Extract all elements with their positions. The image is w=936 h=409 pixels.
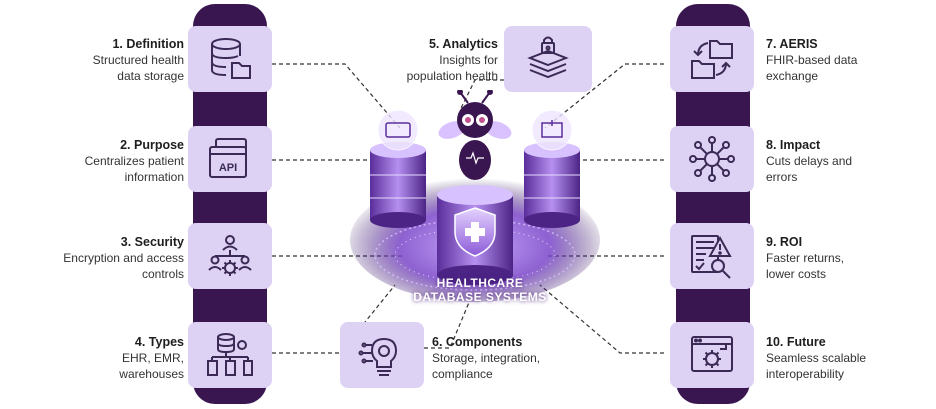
- item-5-desc-line2: population health: [406, 69, 498, 83]
- item-5-card: [504, 26, 592, 92]
- database-folder-icon: [211, 38, 251, 79]
- item-6-text: 6. Components Storage, integration, comp…: [432, 334, 572, 382]
- item-4-title: 4. Types: [134, 335, 184, 349]
- item-2-card: API: [188, 126, 272, 192]
- brain-circuit-icon: [358, 337, 398, 376]
- right-database-icon: [524, 109, 580, 228]
- item-8-title: 8. Impact: [766, 138, 821, 152]
- hub-title: HEALTHCARE DATABASE SYSTEMS: [380, 276, 580, 304]
- item-1-text: 1. Definition Structured health data sto…: [14, 36, 184, 84]
- item-3-desc-line2: controls: [141, 267, 184, 281]
- item-8-text: 8. Impact Cuts delays and errors: [766, 137, 926, 185]
- item-7-desc-line2: exchange: [766, 69, 819, 83]
- item-6-desc-line1: Storage, integration,: [432, 351, 541, 365]
- hub-illustration: [350, 90, 600, 302]
- item-1-card: [188, 26, 272, 92]
- item-3-desc-line1: Encryption and access: [63, 251, 184, 265]
- item-2-desc-line1: Centralizes patient: [84, 154, 184, 168]
- item-1-desc-line1: Structured health: [92, 53, 184, 67]
- connector-1: [272, 63, 401, 129]
- connector-7: [544, 63, 664, 129]
- network-hub-icon: [689, 136, 735, 182]
- item-4-desc-line2: warehouses: [119, 367, 184, 381]
- user-network-gear-icon: [208, 235, 252, 276]
- item-6-desc-line2: compliance: [432, 367, 493, 381]
- item-5-title: 5. Analytics: [428, 37, 498, 51]
- medical-cross-icon: [465, 222, 485, 242]
- connector-4: [272, 284, 396, 354]
- secure-layers-icon: [527, 36, 569, 79]
- api-window-icon: API: [209, 138, 247, 178]
- item-9-desc-line2: lower costs: [766, 267, 827, 281]
- browser-gear-icon: [691, 336, 733, 372]
- item-1-title: 1. Definition: [112, 37, 184, 51]
- item-3-text: 3. Security Encryption and access contro…: [4, 234, 184, 282]
- hub-title-line2: DATABASE SYSTEMS: [413, 290, 547, 304]
- item-10-card: [670, 322, 754, 388]
- center-database-icon: [437, 185, 513, 285]
- item-9-title: 9. ROI: [766, 235, 803, 249]
- left-database-icon: [370, 109, 426, 228]
- item-8-desc-line1: Cuts delays and: [766, 154, 853, 168]
- item-2-text: 2. Purpose Centralizes patient informati…: [14, 137, 184, 185]
- report-magnifier-icon: [691, 235, 732, 279]
- item-6-card: [340, 322, 424, 388]
- item-7-card: [670, 26, 754, 92]
- database-hierarchy-icon: [207, 333, 253, 376]
- item-8-card: [670, 126, 754, 192]
- item-8-desc-line2: errors: [766, 170, 798, 184]
- item-5-text: 5. Analytics Insights for population hea…: [370, 36, 498, 84]
- bee-mascot-icon: [438, 90, 512, 180]
- item-10-desc-line2: interoperability: [766, 367, 845, 381]
- item-6-title: 6. Components: [432, 335, 523, 349]
- item-7-desc-line1: FHIR-based data: [766, 53, 858, 67]
- hub-title-line1: HEALTHCARE: [436, 276, 524, 290]
- connector-6: [424, 299, 471, 349]
- item-4-card: [188, 322, 272, 388]
- folder-exchange-icon: [691, 40, 733, 79]
- item-4-desc-line1: EHR, EMR,: [121, 351, 184, 365]
- item-10-text: 10. Future Seamless scalable interoperab…: [766, 334, 926, 382]
- item-4-text: 4. Types EHR, EMR, warehouses: [14, 334, 184, 382]
- item-9-card: [670, 223, 754, 289]
- item-2-title: 2. Purpose: [120, 138, 184, 152]
- item-7-text: 7. AERIS FHIR-based data exchange: [766, 36, 926, 84]
- item-10-title: 10. Future: [766, 335, 826, 349]
- api-icon-label: API: [219, 162, 237, 174]
- item-3-card: [188, 223, 272, 289]
- item-1-desc-line2: data storage: [117, 69, 184, 83]
- connector-10: [539, 284, 664, 354]
- item-9-text: 9. ROI Faster returns, lower costs: [766, 234, 926, 282]
- item-2-desc-line2: information: [124, 170, 184, 184]
- item-10-desc-line1: Seamless scalable: [766, 351, 867, 365]
- item-3-title: 3. Security: [120, 235, 184, 249]
- item-5-desc-line1: Insights for: [439, 53, 498, 67]
- item-7-title: 7. AERIS: [766, 37, 818, 51]
- item-9-desc-line1: Faster returns,: [766, 251, 845, 265]
